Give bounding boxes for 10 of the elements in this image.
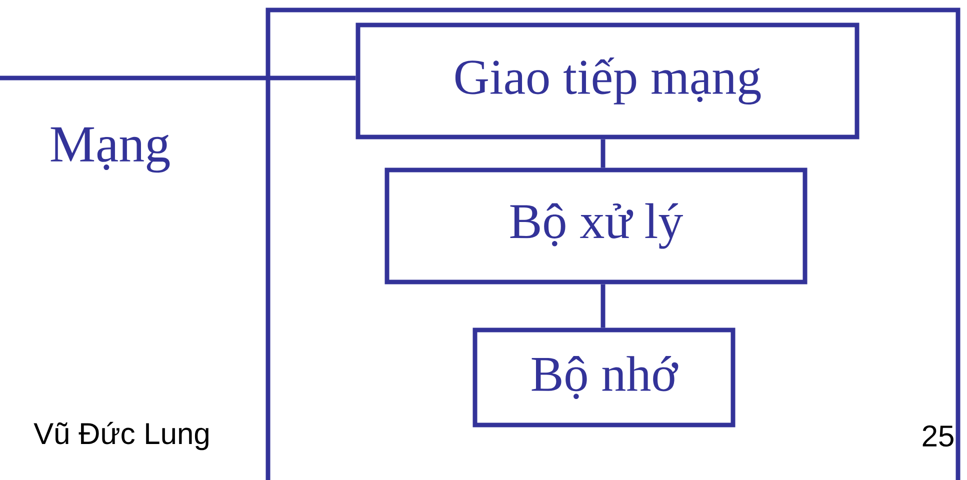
connector-line [600,284,606,328]
side-label: Mạng [50,127,170,173]
connector-line [0,76,356,80]
process-box: Bộ nhớ [472,328,736,428]
frame-box [266,8,960,480]
process-box: Giao tiếp mạng [356,22,860,140]
author-footer: Vũ Đức Lung [34,422,208,450]
page-number: 25 [922,425,954,447]
connector-line [600,139,606,168]
process-box: Bộ xử lý [384,168,808,284]
